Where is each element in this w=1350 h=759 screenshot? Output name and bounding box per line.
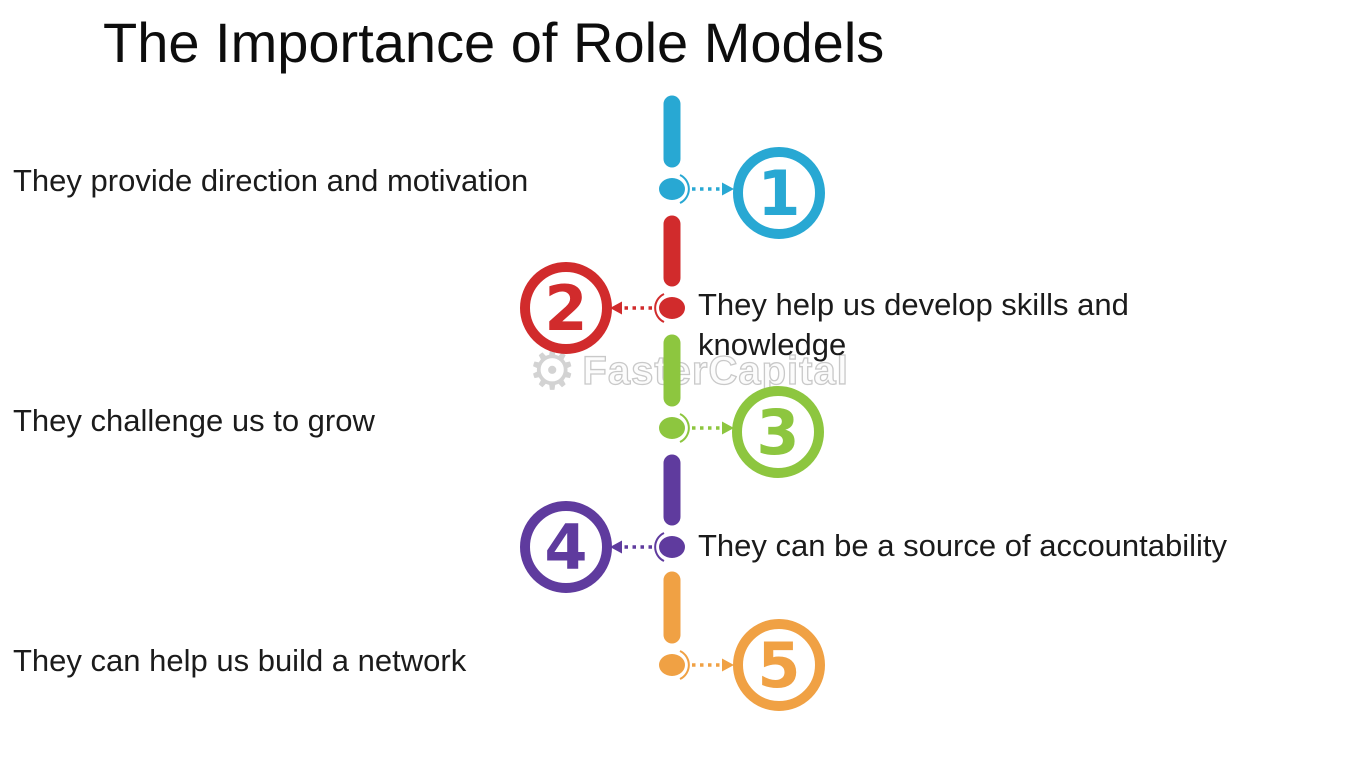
number-ring: [520, 501, 612, 593]
arrowhead-icon: [722, 658, 734, 672]
segment-dot: [659, 178, 685, 200]
item-3-label: They challenge us to grow: [13, 403, 375, 438]
watermark-text: FasterCapital: [582, 348, 849, 393]
timeline-item-1: 1: [659, 95, 825, 239]
segment-dot: [659, 536, 685, 558]
number-text: 2: [544, 272, 587, 345]
dot-arc: [654, 532, 665, 562]
dot-arc: [679, 413, 690, 443]
item-5-label: They can help us build a network: [13, 643, 467, 678]
item-1-label: They provide direction and motivation: [13, 163, 529, 198]
number-text: 4: [544, 511, 587, 584]
arrowhead-icon: [722, 421, 734, 435]
timeline-item-2: 2: [520, 215, 685, 354]
page-title: The Importance of Role Models: [103, 11, 885, 74]
number-ring: [733, 147, 825, 239]
segment-dot: [659, 417, 685, 439]
item-4-label: They can be a source of accountability: [698, 528, 1228, 563]
number-text: 3: [756, 396, 799, 469]
arrowhead-icon: [610, 301, 622, 315]
number-ring: [732, 386, 824, 478]
dot-arc: [654, 293, 665, 323]
timeline-item-5: 5: [659, 571, 825, 711]
arrowhead-icon: [610, 540, 622, 554]
number-ring: [733, 619, 825, 711]
segment-dot: [659, 297, 685, 319]
number-ring: [520, 262, 612, 354]
timeline-item-4: 4: [520, 454, 685, 593]
number-text: 1: [757, 157, 800, 230]
segment-dot: [659, 654, 685, 676]
timeline-item-3: 3: [659, 334, 824, 478]
dot-arc: [679, 174, 690, 204]
number-text: 5: [757, 629, 800, 702]
arrowhead-icon: [722, 182, 734, 196]
dot-arc: [679, 650, 690, 680]
item-2-label: They help us develop skills and knowledg…: [698, 287, 1129, 362]
